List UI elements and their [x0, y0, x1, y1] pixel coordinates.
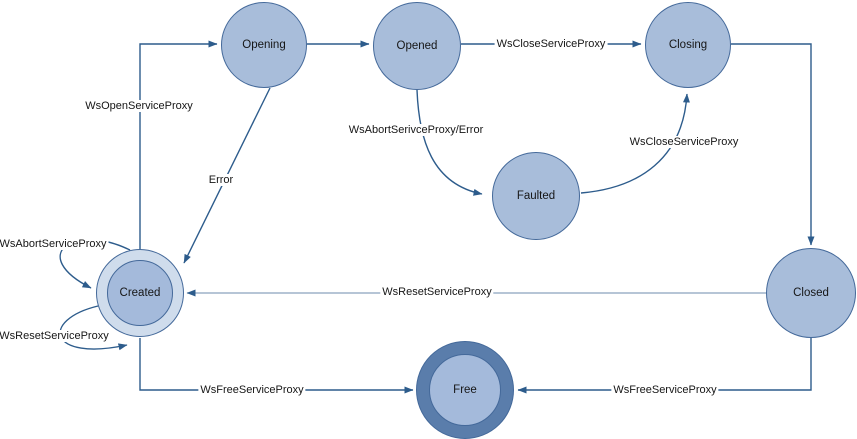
- state-faulted: Faulted: [492, 152, 580, 240]
- state-opened: Opened: [373, 2, 461, 90]
- transition-label-abort-service-proxy-error: WsAbortSerivceProxy/Error: [346, 124, 486, 136]
- transition-label-reset-service-proxy-main: WsResetServiceProxy: [380, 286, 494, 298]
- state-closing: Closing: [645, 2, 731, 88]
- state-faulted-label: Faulted: [516, 190, 556, 202]
- transition-label-free-service-proxy-right: WsFreeServiceProxy: [611, 384, 719, 396]
- state-opened-label: Opened: [396, 40, 438, 52]
- state-free-label: Free: [453, 384, 477, 396]
- state-created-outer-ring: Created: [96, 249, 184, 337]
- transition-label-open-service-proxy: WsOpenServiceProxy: [83, 100, 195, 112]
- edge-created-to-opening: [139, 40, 218, 249]
- edge-closing-to-closed: [731, 43, 815, 246]
- edge-faulted-to-closing: [580, 93, 690, 194]
- state-created-label: Created: [119, 287, 161, 299]
- state-closing-label: Closing: [668, 39, 708, 51]
- state-created: Created: [107, 260, 173, 326]
- transition-label-close-service-proxy-top: WsCloseServiceProxy: [494, 38, 608, 50]
- edge-closed-to-free: [517, 338, 812, 394]
- state-opening: Opening: [221, 2, 307, 88]
- state-free: Free: [429, 354, 501, 426]
- state-free-outer-ring: Free: [416, 341, 514, 439]
- transition-label-error: Error: [206, 174, 236, 186]
- transition-label-abort-service-proxy-loop: WsAbortServiceProxy: [0, 238, 109, 250]
- state-opening-label: Opening: [242, 39, 286, 51]
- state-closed-label: Closed: [793, 287, 829, 299]
- transition-label-close-service-proxy-faulted: WsCloseServiceProxy: [627, 136, 741, 148]
- transition-label-reset-service-proxy-loop: WsResetServiceProxy: [0, 330, 111, 342]
- state-closed: Closed: [766, 248, 856, 338]
- edge-created-to-free: [139, 338, 414, 394]
- edge-opened-to-faulted: [416, 89, 483, 196]
- transition-label-free-service-proxy-left: WsFreeServiceProxy: [198, 384, 306, 396]
